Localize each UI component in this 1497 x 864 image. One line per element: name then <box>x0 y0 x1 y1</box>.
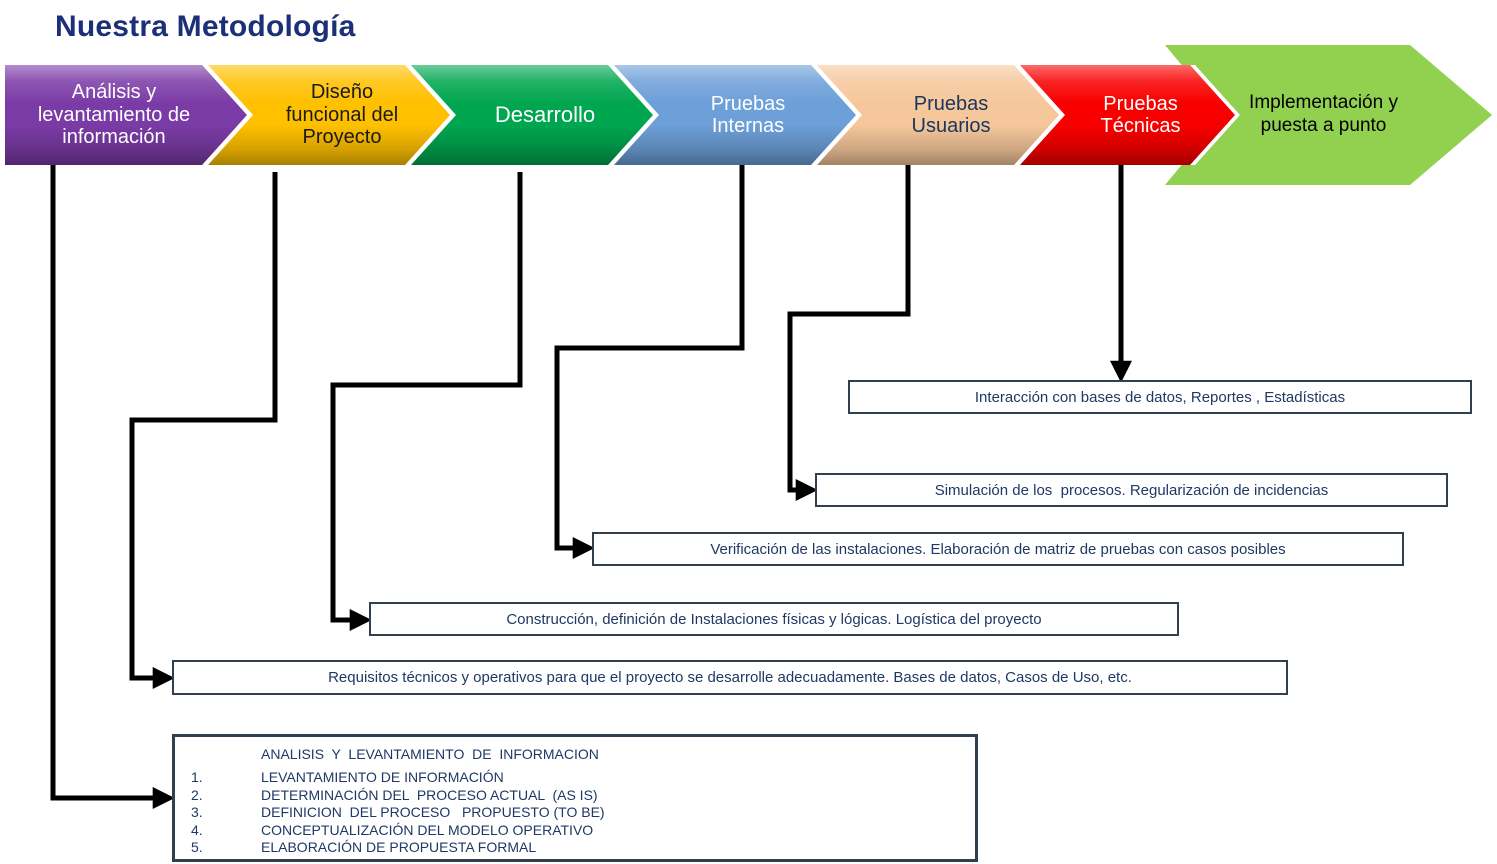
analysis-box-header: ANALISIS Y LEVANTAMIENTO DE INFORMACION <box>261 746 599 762</box>
chevron-pruebas-usuarios: Pruebas Usuarios <box>817 65 1059 165</box>
connector-analisis <box>50 160 175 810</box>
analysis-list-item: DETERMINACIÓN DEL PROCESO ACTUAL (AS IS) <box>261 786 598 803</box>
chevron-analisis: Análisis y levantamiento de información <box>5 65 247 165</box>
chevron-pruebas-internas-shape: Pruebas Internas <box>614 65 856 165</box>
detail-box-construccion: Construcción, definición de Instalacione… <box>369 602 1179 636</box>
analysis-box-list: LEVANTAMIENTO DE INFORMACIÓN DETERMINACI… <box>175 769 975 857</box>
chevron-desarrollo: Desarrollo <box>411 65 653 165</box>
detail-box-verificacion: Verificación de las instalaciones. Elabo… <box>592 532 1404 566</box>
chevron-analisis-shape: Análisis y levantamiento de información <box>5 65 247 165</box>
analysis-list-item: CONCEPTUALIZACIÓN DEL MODELO OPERATIVO <box>261 821 594 838</box>
connector-pruebas-usuarios <box>787 160 911 502</box>
connector-desarrollo <box>330 172 523 632</box>
detail-box-simulacion: Simulación de los procesos. Regularizaci… <box>815 473 1448 507</box>
detail-box-interaccion: Interacción con bases de datos, Reportes… <box>848 380 1472 414</box>
chevron-pruebas-internas: Pruebas Internas <box>614 65 856 165</box>
connector-pruebas-internas <box>554 160 745 560</box>
analysis-box: ANALISIS Y LEVANTAMIENTO DE INFORMACION … <box>172 734 978 862</box>
chevron-diseno-funcional-shape: Diseño funcional del Proyecto <box>208 65 450 165</box>
detail-box-requisitos: Requisitos técnicos y operativos para qu… <box>172 660 1288 695</box>
page-title: Nuestra Metodología <box>55 10 356 43</box>
chevron-diseno-funcional: Diseño funcional del Proyecto <box>208 65 450 165</box>
analysis-list-item: LEVANTAMIENTO DE INFORMACIÓN <box>261 769 504 785</box>
analysis-list-item: ELABORACIÓN DE PROPUESTA FORMAL <box>261 839 537 855</box>
analysis-list-item: DEFINICION DEL PROCESO PROPUESTO (TO BE) <box>261 804 605 820</box>
connector-diseno-funcional <box>129 172 278 690</box>
arrow-implementacion: Implementación y puesta a punto <box>1165 45 1492 185</box>
